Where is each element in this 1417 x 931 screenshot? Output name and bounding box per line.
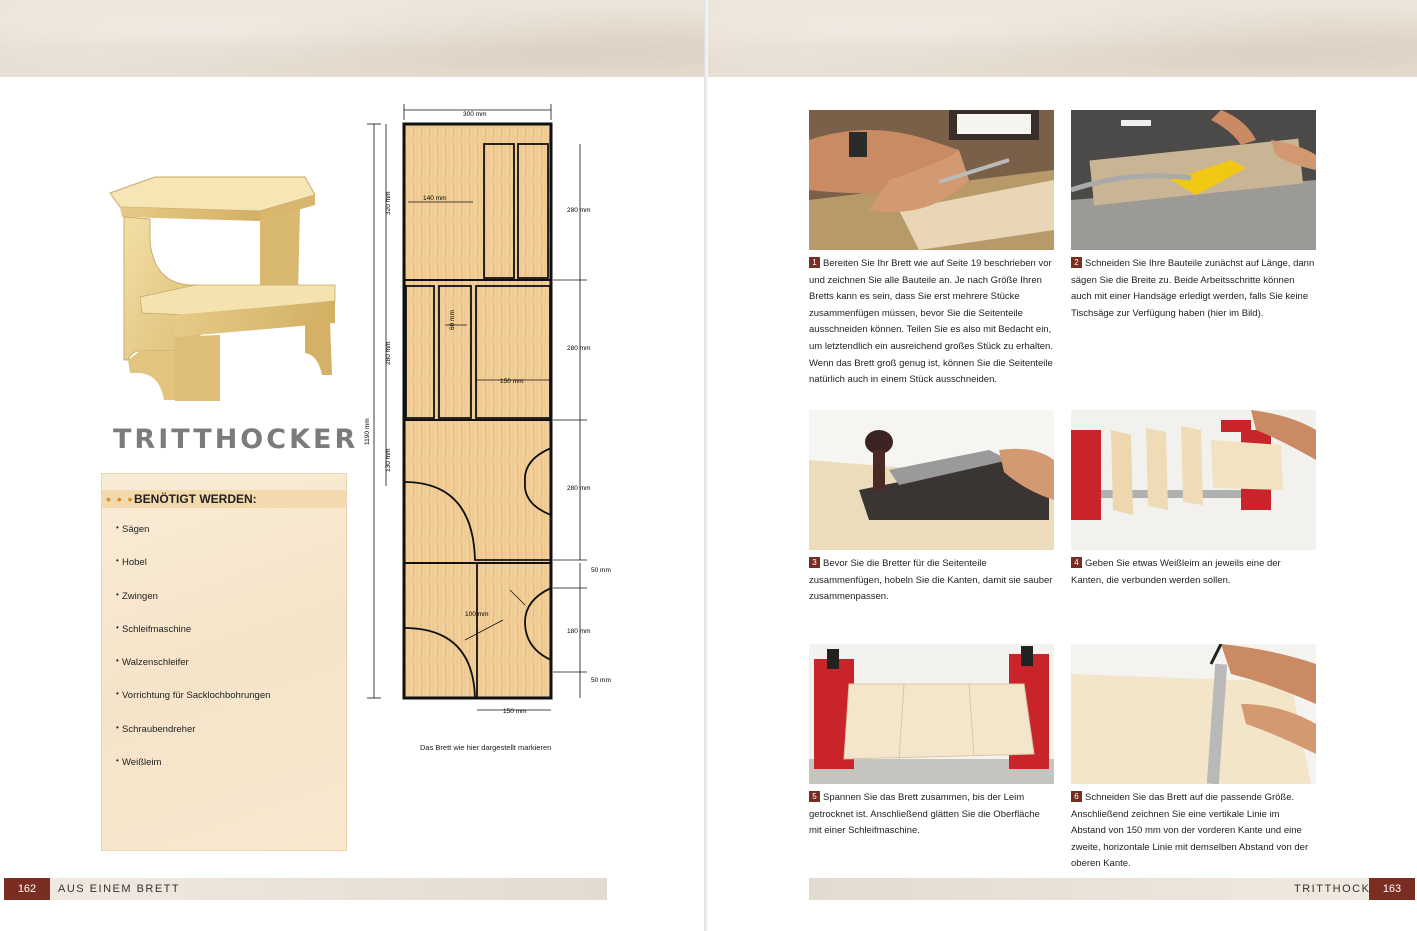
- footer-bar: [809, 878, 1369, 900]
- page-title: TRITTHOCKER: [113, 424, 359, 455]
- step-number-badge: 2: [1071, 257, 1082, 268]
- tools-heading: BENÖTIGT WERDEN:: [134, 492, 257, 506]
- step-description: Schneiden Sie das Brett auf die passende…: [1071, 792, 1309, 870]
- step-number-badge: 1: [809, 257, 820, 268]
- step-description: Geben Sie etwas Weißleim an jeweils eine…: [1071, 558, 1281, 586]
- dim-label: 300 mm: [463, 111, 486, 118]
- list-item: Schraubendreher: [116, 723, 270, 757]
- step-number-badge: 4: [1071, 557, 1082, 568]
- step-3-photo: [809, 410, 1054, 550]
- dim-label: 150 mm: [500, 378, 523, 385]
- bullet-dots-icon: • • •: [106, 491, 134, 507]
- dim-label: 50 mm: [591, 677, 611, 684]
- list-item: Walzenschleifer: [116, 656, 270, 690]
- dim-label: 130 mm: [385, 449, 392, 472]
- list-item: Hobel: [116, 556, 270, 590]
- step-description: Spannen Sie das Brett zusammen, bis der …: [809, 792, 1040, 837]
- tools-list: Sägen Hobel Zwingen Schleifmaschine Walz…: [116, 523, 270, 790]
- tools-heading-bar: • • • BENÖTIGT WERDEN:: [102, 490, 346, 508]
- dim-label: 150 mm: [503, 708, 526, 715]
- dim-label: 50 mm: [591, 567, 611, 574]
- step-description: Schneiden Sie Ihre Bauteile zunächst auf…: [1071, 258, 1315, 319]
- dim-label: 280 mm: [567, 207, 590, 214]
- decorative-header-band: [0, 0, 706, 77]
- dim-label: 140 mm: [423, 195, 446, 202]
- dim-label: 1190 mm: [364, 418, 371, 445]
- step-4-photo: [1071, 410, 1316, 550]
- dim-label: 180 mm: [567, 628, 590, 635]
- dim-label: 280 mm: [567, 345, 590, 352]
- step-description: Bevor Sie die Bretter für die Seitenteil…: [809, 558, 1053, 603]
- step-1-photo: [809, 110, 1054, 250]
- footer-bar: [50, 878, 607, 900]
- dim-label: 100 mm: [465, 611, 488, 618]
- step-6-photo: [1071, 644, 1316, 784]
- footer-section: TRITTHOCKER: [1294, 883, 1389, 895]
- step-number-badge: 5: [809, 791, 820, 802]
- diagram-caption: Das Brett wie hier dargestellt markieren: [420, 743, 552, 752]
- step-2-photo: [1071, 110, 1316, 250]
- stool-illustration: [109, 176, 336, 401]
- page-number: 163: [1369, 878, 1415, 900]
- dim-label: 280 mm: [385, 342, 392, 365]
- cutting-diagram: 300 mm 1190 mm 320 mm 280 mm 130 mm 140 …: [364, 104, 611, 715]
- step-number-badge: 6: [1071, 791, 1082, 802]
- tools-needed-box: • • • BENÖTIGT WERDEN: Sägen Hobel Zwing…: [101, 473, 347, 851]
- page-gutter: [704, 0, 710, 931]
- left-page: TRITTHOCKER • • • BENÖTIGT WERDEN: Sägen…: [0, 0, 706, 931]
- list-item: Vorrichtung für Sacklochbohrungen: [116, 689, 270, 723]
- dim-label: 320 mm: [385, 192, 392, 215]
- dim-label: 280 mm: [567, 485, 590, 492]
- dim-label: 60 mm: [449, 310, 456, 330]
- footer-section: AUS EINEM BRETT: [58, 883, 181, 895]
- list-item: Weißleim: [116, 756, 270, 790]
- step-5-photo: [809, 644, 1054, 784]
- step-description: Bereiten Sie Ihr Brett wie auf Seite 19 …: [809, 258, 1053, 386]
- list-item: Schleifmaschine: [116, 623, 270, 657]
- list-item: Zwingen: [116, 590, 270, 624]
- list-item: Sägen: [116, 523, 270, 557]
- step-number-badge: 3: [809, 557, 820, 568]
- page-number: 162: [4, 878, 50, 900]
- decorative-header-band: [708, 0, 1417, 77]
